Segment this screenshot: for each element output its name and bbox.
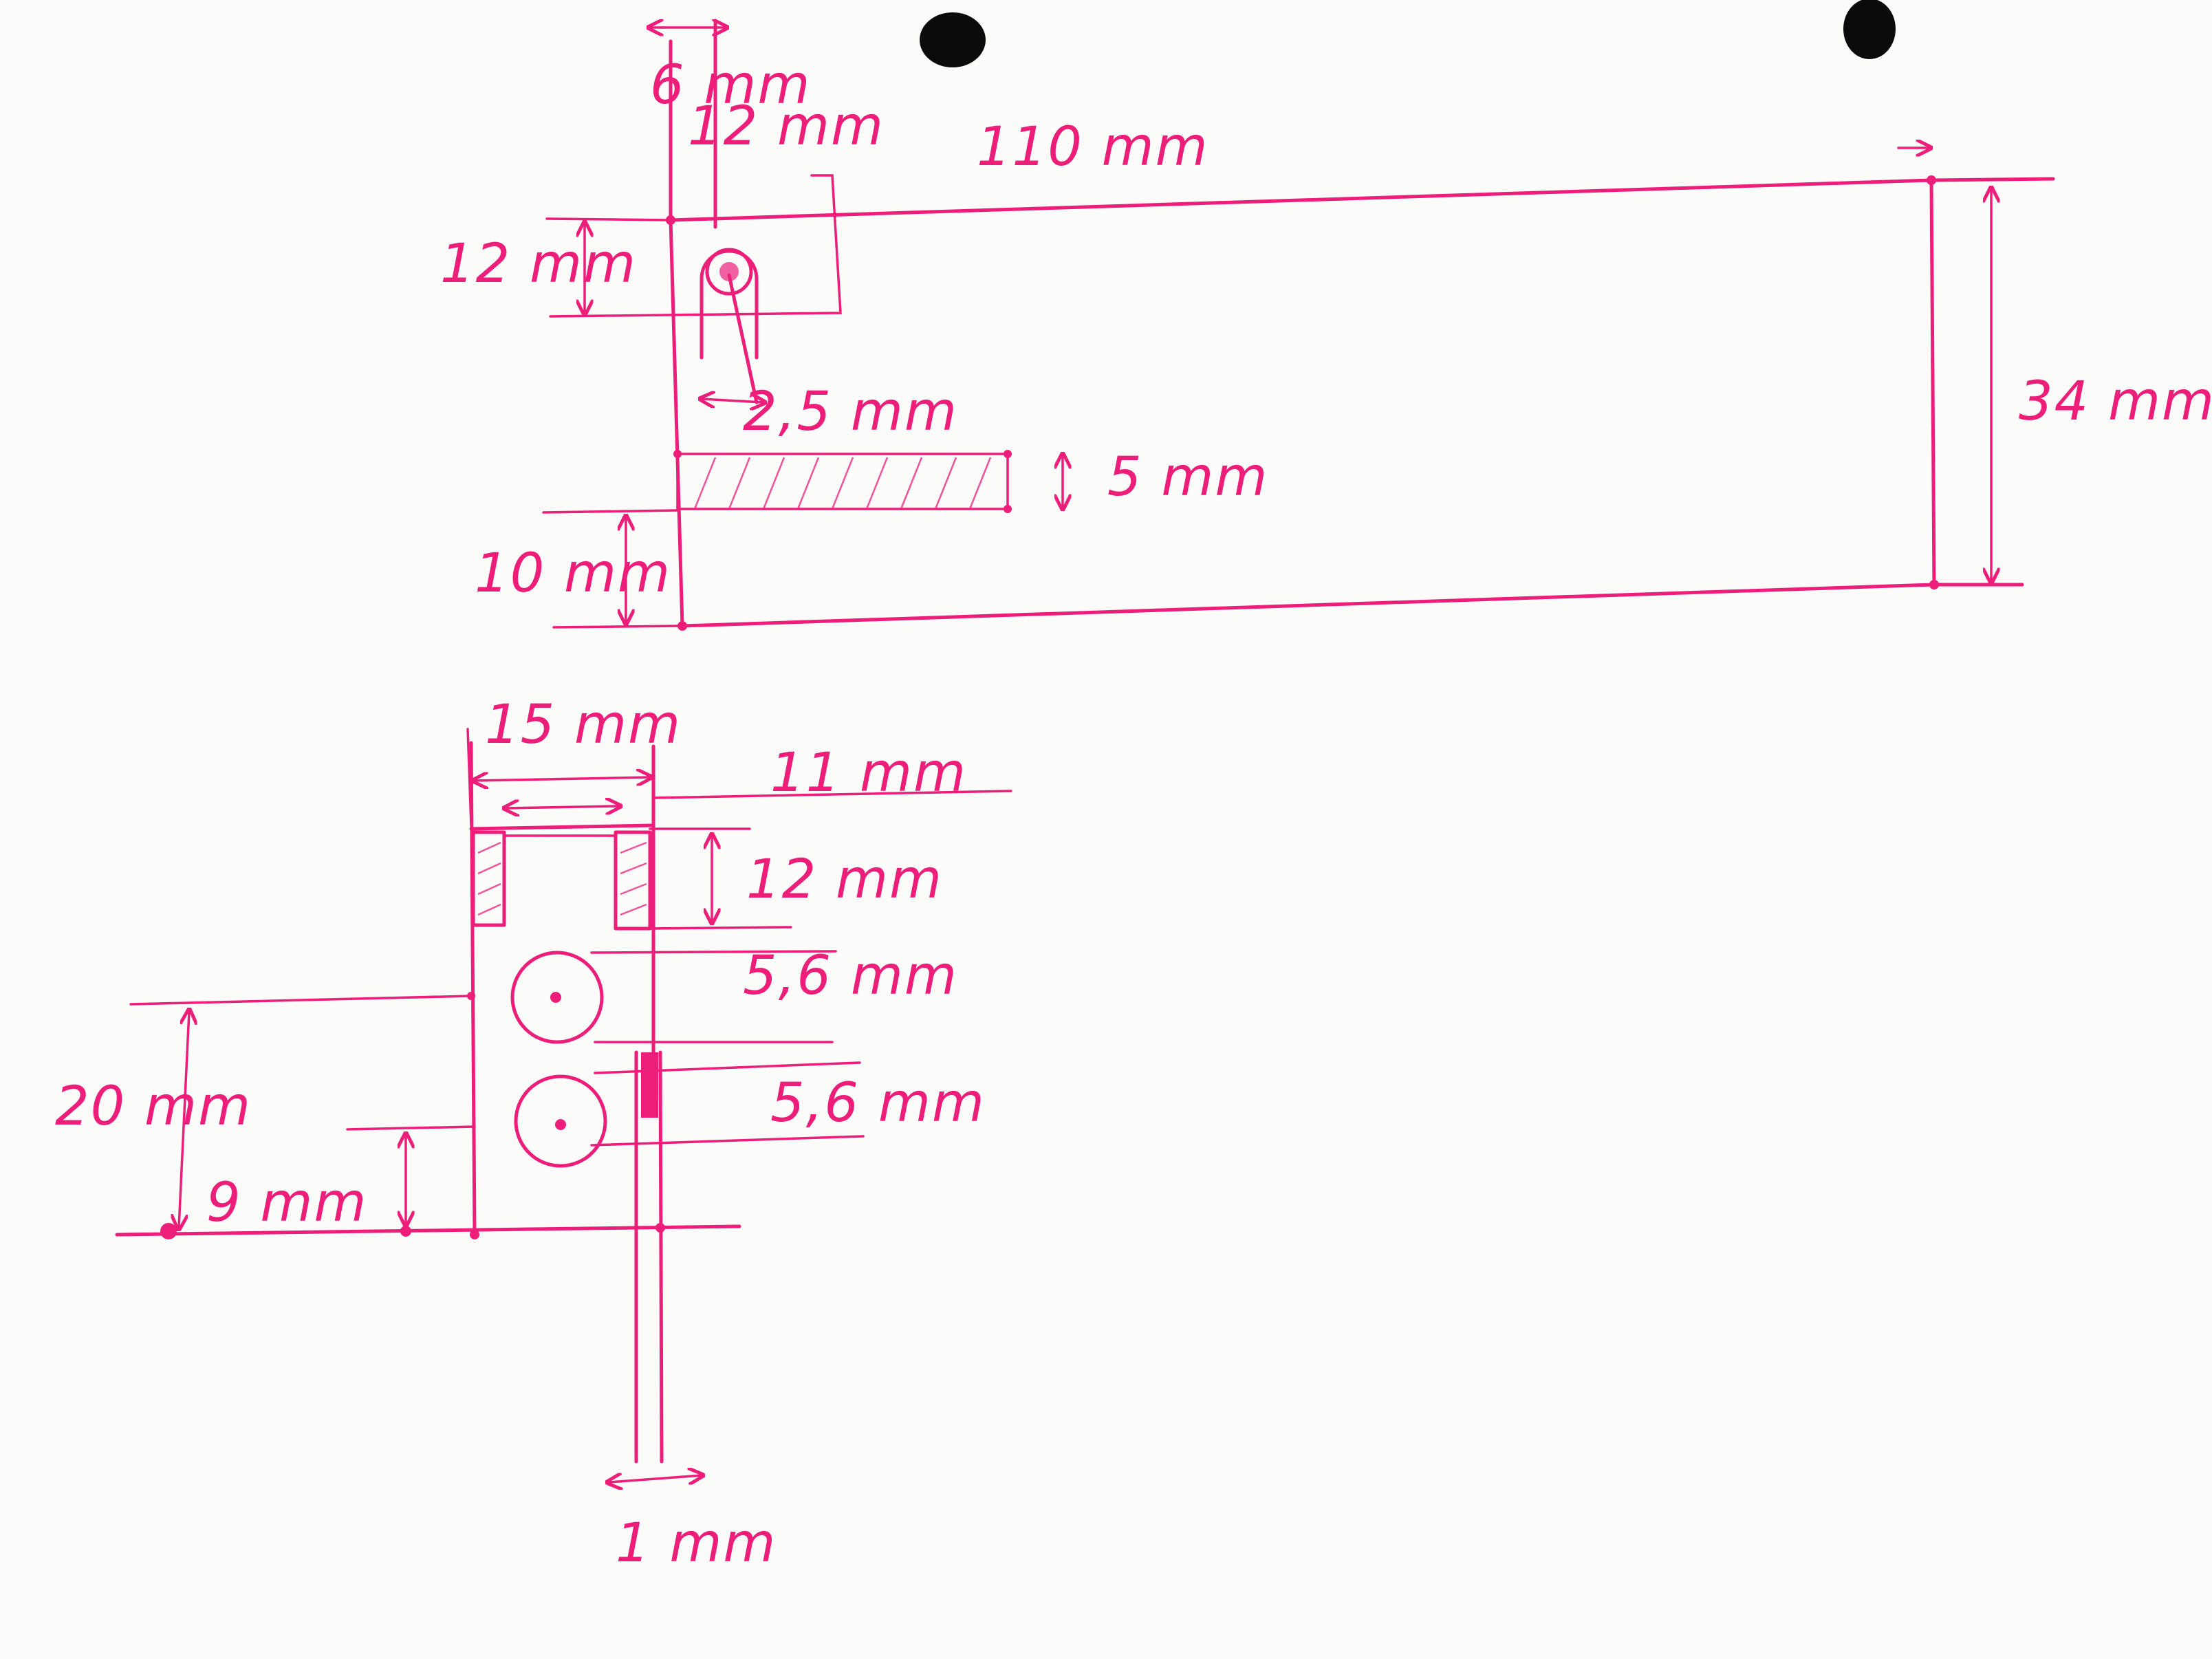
screw-hole-upper-center [550, 992, 561, 1003]
dim-11mm-extension [652, 790, 1012, 799]
dim-12mm-left-label: 12 mm [440, 233, 637, 295]
dim-12mm-label: 12 mm [746, 849, 943, 911]
hatched-strip [676, 453, 1009, 510]
dim-11mm-arrow [506, 806, 619, 808]
dim-5-6mm-lower-ext-bottom [590, 1135, 865, 1147]
dim-5-6mm-lower-ext-top [594, 1061, 861, 1074]
side-view-drawing [115, 728, 1012, 1482]
punch-hole-left [920, 12, 986, 67]
corner-dot [467, 992, 475, 1000]
dim-2-5mm-arrow [702, 399, 763, 402]
dim-20mm-label: 20 mm [55, 1076, 252, 1138]
base-line [115, 1224, 741, 1237]
top-view-drawing [542, 19, 2055, 631]
corner-dot [160, 1223, 177, 1239]
body-top-edge [469, 823, 655, 831]
corner-dot [1004, 450, 1012, 458]
dim-12mm-extension [545, 217, 672, 221]
dim-5mm-label: 5 mm [1107, 446, 1268, 508]
dim-10mm-extension-bottom [552, 625, 684, 629]
dim-20mm-arrow [179, 1011, 189, 1228]
punch-hole-right [1843, 0, 1896, 59]
corner-dot [655, 1223, 665, 1233]
blade-mark [641, 1052, 658, 1118]
corner-dot [1927, 175, 1936, 185]
screw-hole-lower-center [555, 1119, 566, 1130]
corner-dot [400, 1226, 411, 1237]
dim-11mm-label: 11 mm [770, 742, 967, 804]
blade-right [658, 1050, 664, 1464]
dim-12mm-ext-bottom [649, 926, 792, 930]
slot-hole-fill [719, 262, 739, 281]
corner-dot [470, 1230, 479, 1239]
dim-10mm-label: 10 mm [475, 543, 671, 605]
corner-dot [673, 450, 682, 458]
screw-hole-upper [510, 951, 604, 1044]
dim-1mm-arrow [609, 1475, 702, 1482]
dim-5-6mm-upper-ext-top [590, 950, 837, 954]
dim-5-6mm-lower-label: 5,6 mm [770, 1072, 986, 1134]
dim-110mm-label: 110 mm [977, 116, 1209, 178]
dim-12mm-top-label: 12 mm [688, 96, 885, 158]
dim-12mm-box [549, 174, 842, 318]
dim-20mm-ext [129, 995, 473, 1006]
hatched-strip-lines [693, 457, 992, 510]
dim-9mm-label: 9 mm [206, 1172, 367, 1234]
dim-15mm-label: 15 mm [485, 694, 682, 756]
dim-15mm-arrow [475, 777, 650, 781]
corner-dot [666, 215, 675, 225]
comb-teeth-hatching [477, 841, 647, 916]
comb-tooth-gap [503, 834, 617, 930]
slot-hole [705, 248, 753, 296]
dim-2-5mm-label: 2,5 mm [743, 381, 958, 443]
dim-6mm-label: 6 mm [650, 54, 811, 116]
dim-5-6mm-upper-label: 5,6 mm [743, 945, 958, 1007]
dim-34mm-label: 34 mm [2019, 371, 2212, 433]
dim-15mm-ext-left [466, 728, 473, 827]
comb-tooth-left [471, 830, 506, 927]
dim-10mm-extension [542, 509, 679, 514]
slot-diagonal [727, 273, 759, 404]
corner-dot [1004, 505, 1012, 513]
corner-dot [1929, 580, 1939, 589]
dim-1mm-label: 1 mm [616, 1512, 777, 1574]
dim-9mm-ext [346, 1125, 476, 1131]
screw-hole-lower [514, 1074, 607, 1168]
top-edge-extension [1929, 177, 2055, 182]
corner-dot [677, 621, 687, 631]
